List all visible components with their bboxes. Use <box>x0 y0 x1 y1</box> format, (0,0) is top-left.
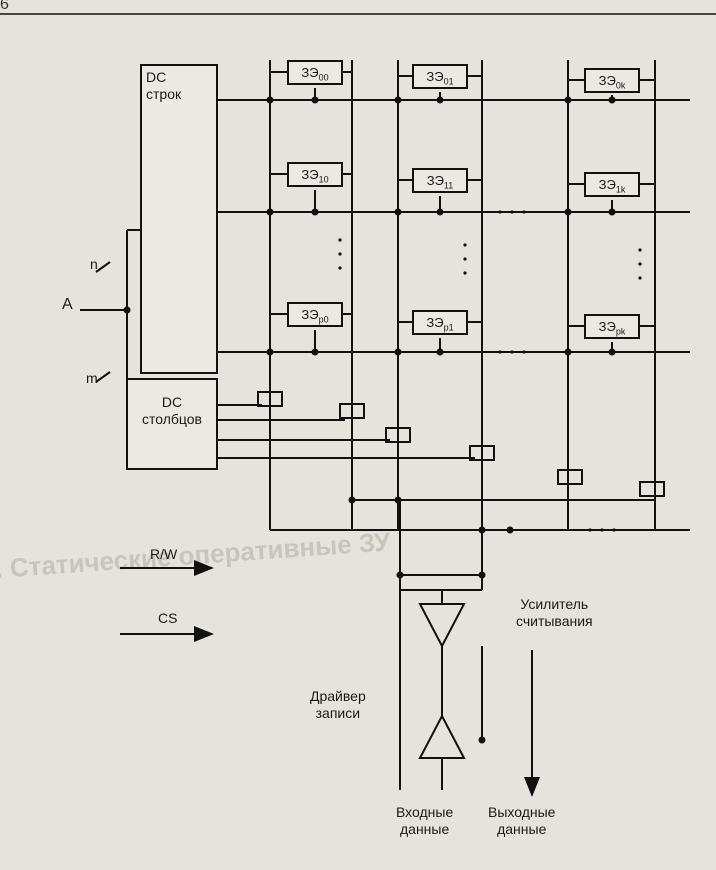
input-data-label: Входные данные <box>396 804 454 837</box>
column-decoder: DC столбцов <box>126 378 218 470</box>
memory-cell-p0: ЗЭp0 <box>287 302 343 327</box>
row-decoder: DC строк <box>140 64 218 374</box>
ellipsis-dots <box>338 210 642 532</box>
transfer-gate-2 <box>385 427 411 443</box>
memory-cell-10: ЗЭ10 <box>287 162 343 187</box>
memory-cell-00: ЗЭ00 <box>287 60 343 85</box>
address-label: A <box>62 296 73 313</box>
write-driver-symbol <box>418 713 466 759</box>
transfer-gate-0 <box>257 391 283 407</box>
memory-cell-11: ЗЭ11 <box>412 168 468 193</box>
transfer-gate-5 <box>639 481 665 497</box>
memory-cell-1k: ЗЭ1k <box>584 172 640 197</box>
sense-amp-label: Усилитель считывания <box>516 596 593 629</box>
cs-label: CS <box>158 610 178 626</box>
transfer-gate-1 <box>339 403 365 419</box>
row-bits-label: n <box>90 256 98 272</box>
memory-cell-p1: ЗЭp1 <box>412 310 468 335</box>
transfer-gate-4 <box>557 469 583 485</box>
write-driver-label: Драйвер записи <box>310 688 366 721</box>
transfer-gate-3 <box>469 445 495 461</box>
col-bits-label: m <box>86 370 98 386</box>
rw-label: R/W <box>150 546 178 562</box>
sense-amplifier-symbol <box>418 603 466 649</box>
col-bus-slash <box>95 371 111 383</box>
memory-cell-0k: ЗЭ0k <box>584 68 640 93</box>
memory-cell-pk: ЗЭpk <box>584 314 640 339</box>
memory-cell-01: ЗЭ01 <box>412 64 468 89</box>
row-bus-slash <box>95 261 111 273</box>
junctions <box>123 96 616 744</box>
output-data-label: Выходные данные <box>488 804 556 837</box>
page-number: 6 <box>0 0 9 13</box>
